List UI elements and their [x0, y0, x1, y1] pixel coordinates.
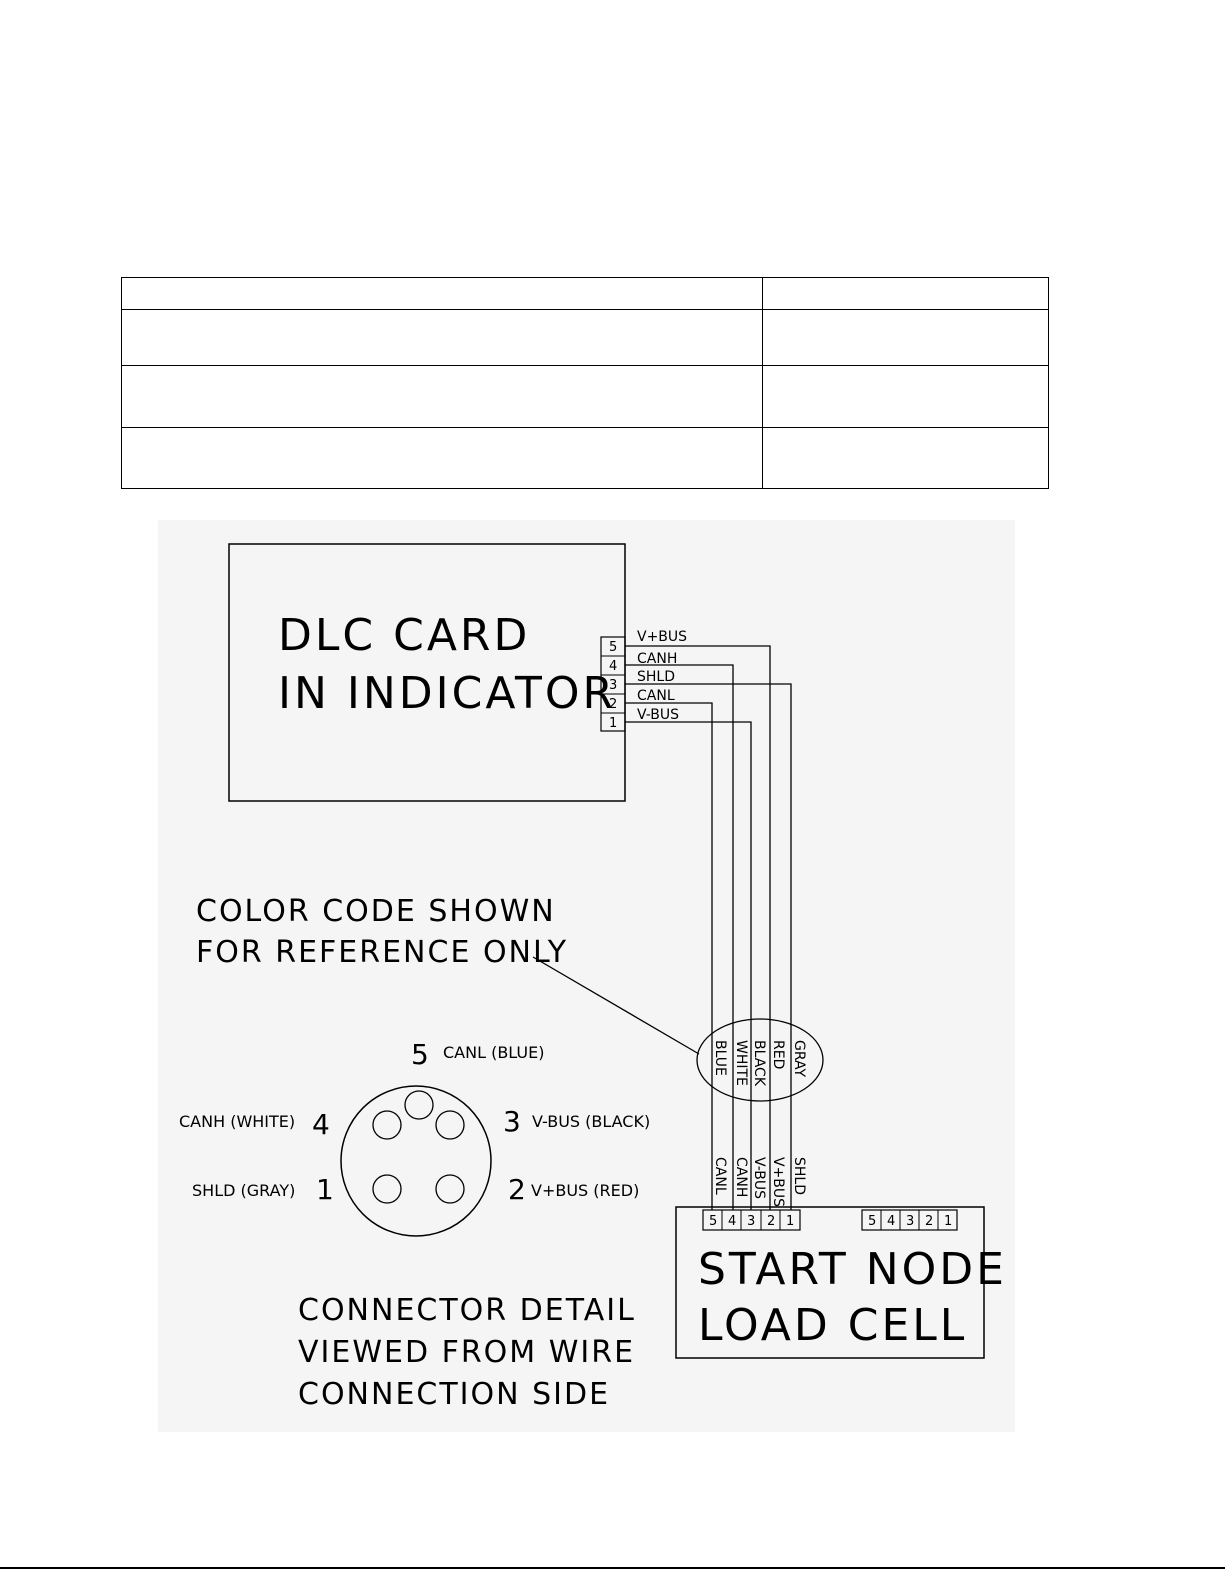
start-node-title-line1: START NODE: [698, 1244, 1007, 1295]
connector-pin-number: 4: [312, 1108, 330, 1141]
connector-pin-3: [435, 1110, 465, 1140]
empty-table: [121, 277, 1049, 489]
dlc-pin-number: 4: [609, 659, 617, 674]
table-cell: [762, 365, 1049, 428]
dlc-pin-number: 3: [609, 678, 617, 693]
wiring-diagram: DLC CARD IN INDICATOR 5 4 3 2 1 V+BUS CA…: [158, 520, 1015, 1432]
table-cell: [121, 309, 763, 366]
connector-pin-5: [404, 1090, 434, 1120]
connector-pin-label: CANL (BLUE): [443, 1043, 544, 1062]
node-signal-label: SHLD: [791, 1157, 807, 1195]
connector-pin-2: [435, 1174, 465, 1204]
node-terminal-block-left: 5 4 3 2 1: [702, 1209, 801, 1231]
node-pin-number: 2: [767, 1214, 775, 1229]
connector-pin-1: [372, 1174, 402, 1204]
dlc-signal-label: V+BUS: [637, 629, 687, 645]
wire-v-plus-bus: [625, 645, 771, 1210]
wire-shld: [625, 683, 792, 1210]
dlc-card-title-line1: DLC CARD: [278, 610, 530, 661]
node-pin-number: 5: [868, 1214, 876, 1229]
connector-pin-number: 2: [508, 1173, 526, 1206]
node-signal-label: CANL: [712, 1157, 728, 1195]
dlc-signal-label: CANL: [637, 688, 675, 704]
dlc-pin-number: 1: [609, 716, 617, 731]
node-pin-number: 4: [728, 1214, 736, 1229]
table-cell: [121, 427, 763, 489]
dlc-card-title-line2: IN INDICATOR: [278, 668, 616, 719]
diagram-background: [158, 520, 1015, 1432]
connector-pin-label: SHLD (GRAY): [192, 1181, 295, 1200]
connector-pin-4: [372, 1110, 402, 1140]
wire-color-label: BLACK: [751, 1040, 767, 1087]
color-note-line2: FOR REFERENCE ONLY: [196, 935, 568, 970]
wire-color-ellipse: [696, 1018, 824, 1102]
table-row: [121, 309, 1049, 366]
connector-caption-line2: VIEWED FROM WIRE: [298, 1335, 635, 1370]
wire-color-label: WHITE: [733, 1040, 749, 1086]
dlc-signal-label: SHLD: [637, 669, 675, 685]
connector-pin-number: 3: [503, 1105, 521, 1138]
dlc-pin-number: 2: [609, 697, 617, 712]
wires: [625, 645, 792, 1210]
node-pin-number: 5: [709, 1214, 717, 1229]
wire-color-label: GRAY: [791, 1040, 807, 1077]
connector-caption-line3: CONNECTION SIDE: [298, 1377, 610, 1412]
node-signal-label: CANH: [733, 1157, 749, 1197]
connector-detail: [340, 1085, 492, 1237]
connector-pin-number: 1: [316, 1173, 334, 1206]
node-pin-number: 4: [887, 1214, 895, 1229]
wire-v-minus-bus: [625, 721, 752, 1210]
wire-canl: [625, 702, 713, 1210]
color-note-line1: COLOR CODE SHOWN: [196, 894, 556, 929]
table-cell: [121, 277, 763, 310]
connector-pin-label: V+BUS (RED): [531, 1181, 639, 1200]
wire-canh: [625, 664, 734, 1210]
table-row: [121, 277, 1049, 310]
node-pin-number: 2: [925, 1214, 933, 1229]
node-pin-number: 1: [944, 1214, 952, 1229]
node-pin-number: 3: [747, 1214, 755, 1229]
connector-pin-label: V-BUS (BLACK): [532, 1112, 650, 1131]
dlc-signal-label: CANH: [637, 651, 677, 667]
table-row: [121, 365, 1049, 428]
start-node-title-line2: LOAD CELL: [698, 1300, 967, 1351]
dlc-signal-label: V-BUS: [637, 707, 679, 723]
table-cell: [121, 365, 763, 428]
table-cell: [762, 277, 1049, 310]
footer-rule: [0, 1567, 1225, 1569]
table-cell: [762, 427, 1049, 489]
table-row: [121, 427, 1049, 489]
connector-body: [340, 1085, 492, 1237]
dlc-pin-number: 5: [609, 640, 617, 655]
node-signal-label: V-BUS: [751, 1157, 767, 1199]
connector-pin-number: 5: [411, 1038, 429, 1071]
connector-caption-line1: CONNECTOR DETAIL: [298, 1293, 636, 1328]
color-note-leader: [532, 956, 700, 1055]
table-cell: [762, 309, 1049, 366]
connector-pin-label: CANH (WHITE): [179, 1112, 295, 1131]
node-pin-number: 1: [786, 1214, 794, 1229]
node-signal-label: V+BUS: [770, 1157, 786, 1207]
node-pin-number: 3: [906, 1214, 914, 1229]
wire-color-label: RED: [770, 1040, 786, 1069]
wire-color-label: BLUE: [712, 1040, 728, 1076]
start-node-box: [675, 1206, 985, 1359]
node-terminal-block-right: 5 4 3 2 1: [861, 1209, 958, 1231]
